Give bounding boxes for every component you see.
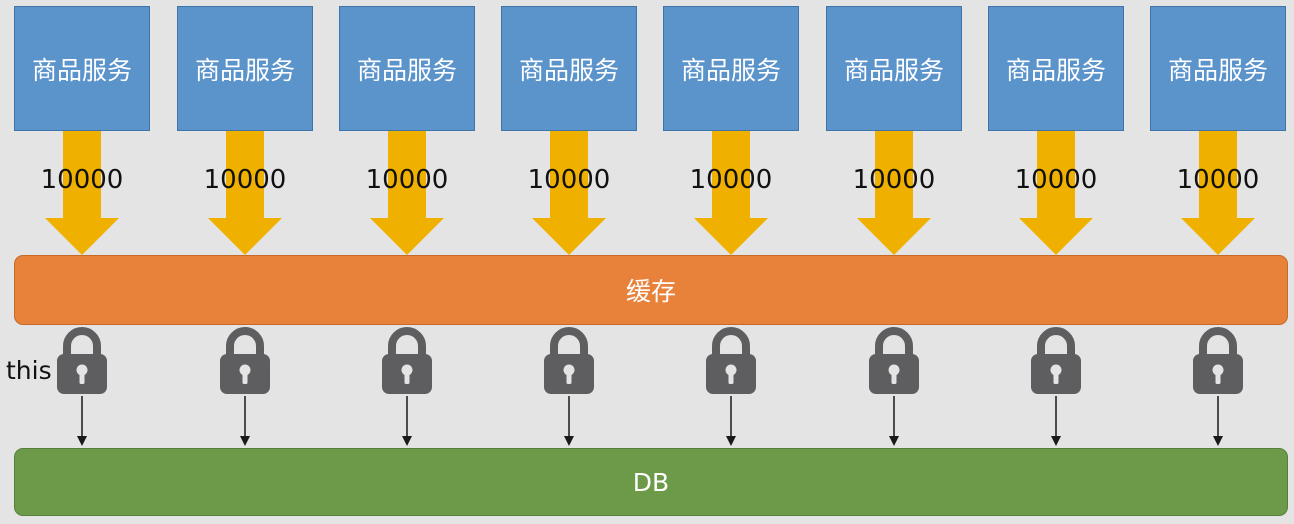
service-box-5: 商品服务 <box>663 6 799 131</box>
service-label: 商品服务 <box>1167 55 1268 85</box>
service-box-1: 商品服务 <box>14 6 150 131</box>
service-box-2: 商品服务 <box>177 6 313 131</box>
cache-label: 缓存 <box>625 277 676 306</box>
service-label: 商品服务 <box>518 55 619 85</box>
request-count-6: 10000 <box>852 165 936 195</box>
db-arrow-head-7 <box>1051 436 1061 446</box>
padlock-icon <box>869 327 919 394</box>
request-arrow-4 <box>532 131 606 255</box>
request-count-3: 10000 <box>365 165 449 195</box>
service-label: 商品服务 <box>1005 55 1106 85</box>
service-label: 商品服务 <box>843 55 944 85</box>
request-count-2: 10000 <box>203 165 287 195</box>
db-arrow-head-1 <box>77 436 87 446</box>
padlock-icon <box>706 327 756 394</box>
request-count-1: 10000 <box>40 165 124 195</box>
service-box-3: 商品服务 <box>339 6 475 131</box>
padlock-icon <box>57 327 107 394</box>
request-arrow-7 <box>1019 131 1093 255</box>
padlock-icon <box>220 327 270 394</box>
db-arrow-head-3 <box>402 436 412 446</box>
request-count-8: 10000 <box>1176 165 1260 195</box>
padlock-icon <box>1193 327 1243 394</box>
request-arrow-5 <box>694 131 768 255</box>
db-arrow-head-4 <box>564 436 574 446</box>
padlock-icon <box>1031 327 1081 394</box>
service-label: 商品服务 <box>31 55 132 85</box>
request-arrow-3 <box>370 131 444 255</box>
db-arrow-head-8 <box>1213 436 1223 446</box>
request-count-7: 10000 <box>1014 165 1098 195</box>
service-label: 商品服务 <box>356 55 457 85</box>
service-box-7: 商品服务 <box>988 6 1124 131</box>
padlock-icon <box>544 327 594 394</box>
cache-bar: 缓存 <box>14 255 1288 325</box>
db-bar: DB <box>14 448 1288 516</box>
request-arrow-8 <box>1181 131 1255 255</box>
service-box-6: 商品服务 <box>826 6 962 131</box>
request-count-5: 10000 <box>689 165 773 195</box>
padlock-icon <box>382 327 432 394</box>
service-box-4: 商品服务 <box>501 6 637 131</box>
service-label: 商品服务 <box>680 55 781 85</box>
db-label: DB <box>632 467 670 497</box>
db-arrow-head-2 <box>240 436 250 446</box>
request-arrow-6 <box>857 131 931 255</box>
service-label: 商品服务 <box>194 55 295 85</box>
lock-label: this <box>6 356 52 385</box>
request-arrow-2 <box>208 131 282 255</box>
db-arrow-head-6 <box>889 436 899 446</box>
db-arrow-head-5 <box>726 436 736 446</box>
request-arrow-1 <box>45 131 119 255</box>
request-count-4: 10000 <box>527 165 611 195</box>
service-box-8: 商品服务 <box>1150 6 1286 131</box>
